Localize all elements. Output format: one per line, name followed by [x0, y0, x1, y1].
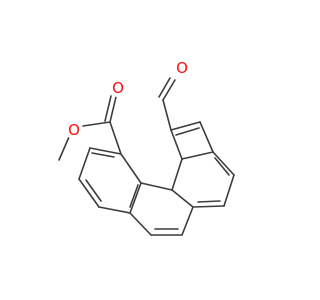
- bond: [158, 77, 171, 98]
- molecule-structure: O O O: [58, 59, 235, 236]
- bond: [98, 206, 131, 214]
- bond: [197, 200, 221, 203]
- atom-labels: O O O: [65, 59, 191, 139]
- bond: [140, 182, 173, 191]
- bond: [104, 95, 112, 122]
- bond: [162, 79, 176, 101]
- bond: [89, 147, 122, 155]
- bond: [82, 121, 111, 127]
- bond: [199, 121, 214, 153]
- bond: [58, 136, 70, 161]
- bond: [212, 151, 235, 176]
- carbonyl-oxygen-label: O: [109, 79, 127, 97]
- bond: [78, 147, 91, 180]
- bond: [78, 178, 100, 208]
- bond: [91, 152, 115, 158]
- bonds: [58, 77, 235, 236]
- bond: [181, 206, 194, 236]
- bond: [162, 99, 172, 131]
- bond: [85, 179, 102, 202]
- bond: [214, 157, 230, 176]
- atom-label-ester-oxygen: O: [68, 121, 80, 139]
- bond: [129, 184, 139, 208]
- bond: [170, 121, 201, 131]
- ester-oxygen-label: O: [65, 121, 83, 139]
- bond: [129, 182, 142, 214]
- bond: [171, 158, 183, 191]
- bond: [192, 205, 225, 208]
- formyl-oxygen-label: O: [173, 59, 191, 77]
- bond: [109, 121, 122, 155]
- bond: [175, 127, 200, 136]
- bond: [170, 129, 183, 160]
- bond: [120, 153, 142, 184]
- bond: [223, 174, 235, 207]
- atom-label-carbonyl-oxygen: O: [112, 79, 124, 97]
- bond: [129, 212, 152, 236]
- bond: [109, 96, 117, 123]
- bond: [181, 151, 214, 160]
- molecule-canvas: O O O: [58, 59, 235, 236]
- bond: [171, 189, 194, 208]
- atom-label-formyl-oxygen: O: [176, 59, 188, 77]
